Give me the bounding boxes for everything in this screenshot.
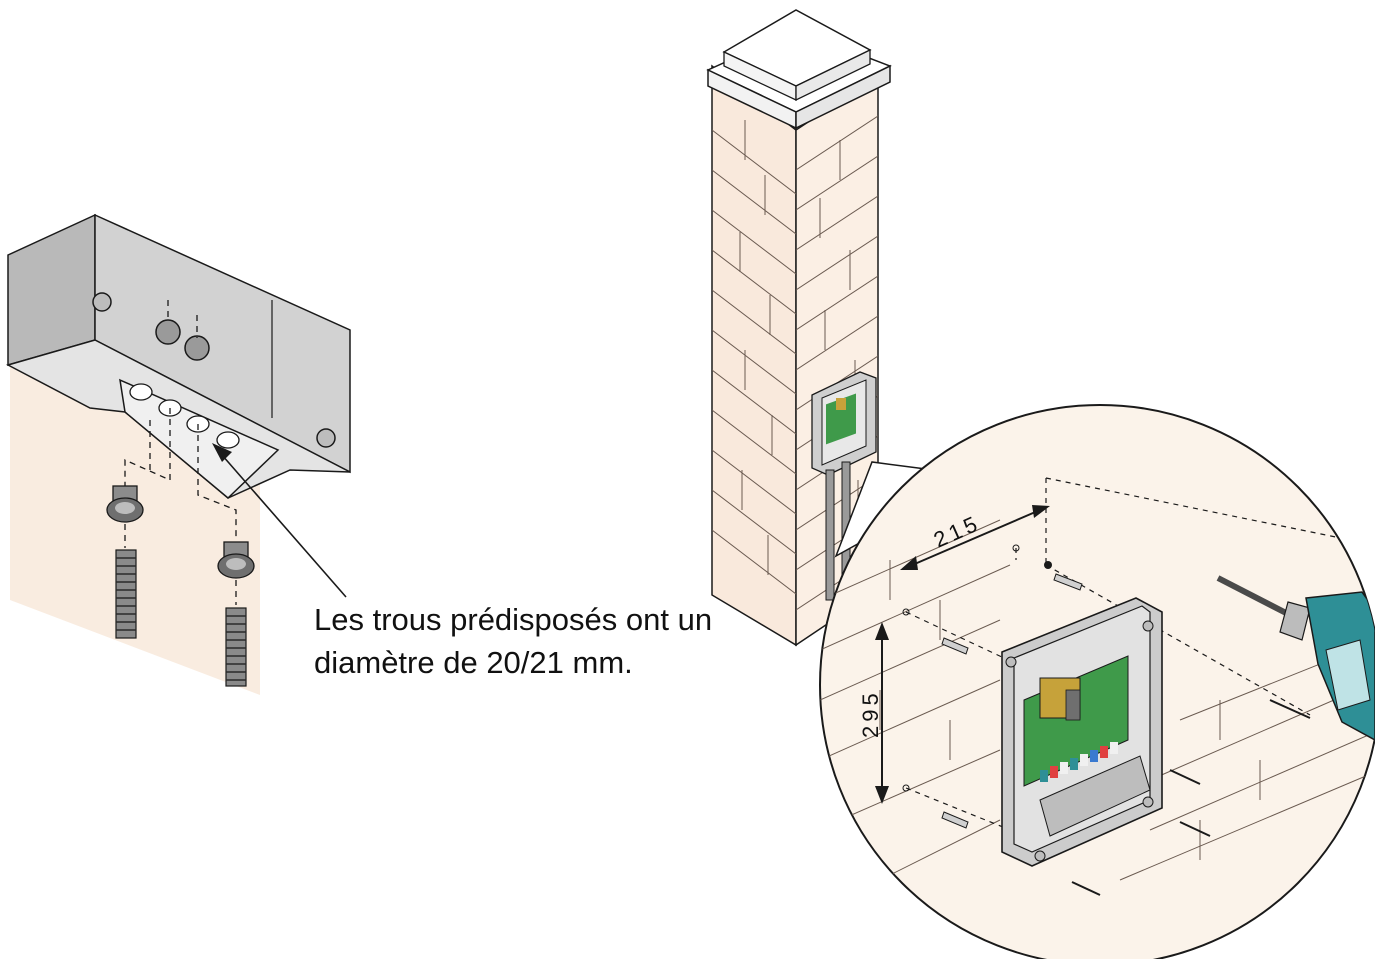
hex-nut-icon — [184, 335, 210, 361]
wall-plug-icon — [1044, 561, 1083, 591]
pillar-front-face — [711, 64, 797, 647]
screw-hole-icon — [316, 428, 336, 448]
caption-line-1: Les trous prédisposés ont un — [314, 602, 713, 637]
screw-hole-icon — [92, 292, 112, 312]
zoom-detail: 215 295 — [819, 404, 1375, 959]
guide-dashed-lines — [124, 524, 237, 605]
pillar-cap-edge — [795, 64, 891, 130]
box-underside-detail — [5, 213, 351, 695]
screw-icon — [1179, 821, 1211, 837]
screw-icon — [1269, 699, 1311, 719]
cable-gland-icon — [106, 485, 144, 523]
guide-dashed-lines — [124, 300, 237, 540]
control-box-small — [811, 371, 877, 476]
screw-hole-icon — [1005, 656, 1017, 668]
conduit-tube-icon — [115, 549, 137, 639]
guide-dashed-lines — [905, 477, 1375, 851]
dimension-arrow-height — [875, 622, 889, 804]
wall-plug-icon — [941, 811, 969, 829]
screw-hole-icon — [1142, 796, 1154, 808]
screw-hole-icon — [1142, 620, 1154, 632]
cable-gland-icon — [217, 541, 255, 579]
circuit-board — [1023, 655, 1129, 787]
caption: Les trous prédisposés ont un diamètre de… — [314, 598, 754, 684]
dimension-arrow-width — [900, 505, 1050, 570]
screw-icon — [1071, 881, 1101, 896]
screw-icon — [1169, 769, 1201, 785]
hex-nut-icon — [155, 319, 181, 345]
leader-arrow-icon — [212, 443, 347, 598]
brick-lines — [712, 120, 796, 595]
terminal-block — [1040, 742, 1118, 782]
dimension-height-label: 295 — [858, 689, 883, 738]
knockout-hole-icon — [216, 431, 240, 449]
conduit-tube-icon — [225, 607, 247, 687]
caption-line-2: diamètre de 20/21 mm. — [314, 645, 633, 680]
control-box-open — [1001, 597, 1163, 867]
screw-hole-icon — [1034, 850, 1046, 862]
box-side-panel — [7, 213, 96, 366]
wall-plug-icon — [941, 637, 969, 655]
knockout-hole-icon — [129, 383, 153, 401]
drill-icon — [1216, 575, 1375, 742]
